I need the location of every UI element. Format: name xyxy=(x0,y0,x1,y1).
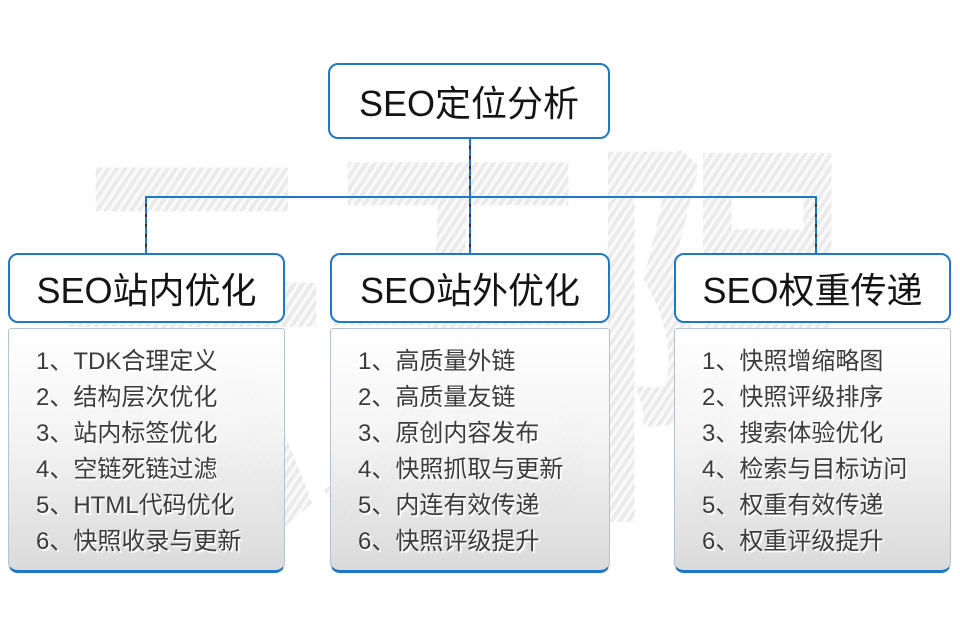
list-item: 2、结构层次优化 xyxy=(36,384,218,411)
root-node-title: SEO定位分析 xyxy=(358,83,580,124)
connector-left-vertical xyxy=(145,197,147,254)
list-item: 1、TDK合理定义 xyxy=(36,348,218,375)
list-item: 4、快照抓取与更新 xyxy=(358,456,564,483)
list-item: 1、高质量外链 xyxy=(358,348,516,375)
list-item: 2、高质量友链 xyxy=(358,384,516,411)
branch-header: SEO站外优化 xyxy=(330,253,610,323)
branch-list-panel: 1、高质量外链 2、高质量友链 3、原创内容发布 4、快照抓取与更新 5、内连有… xyxy=(330,328,610,573)
list-item: 2、快照评级排序 xyxy=(702,384,884,411)
branch-offsite-optimization: SEO站外优化 1、高质量外链 2、高质量友链 3、原创内容发布 4、快照抓取与… xyxy=(330,253,610,573)
connector-horizontal xyxy=(145,196,817,198)
branch-list-panel: 1、快照增缩略图 2、快照评级排序 3、搜索体验优化 4、检索与目标访问 5、权… xyxy=(674,328,951,573)
connector-root-vertical xyxy=(469,139,471,197)
connector-right-vertical xyxy=(815,197,817,254)
branch-title: SEO权重传递 xyxy=(702,270,923,311)
list-item: 6、快照收录与更新 xyxy=(36,528,242,555)
list-item: 6、快照评级提升 xyxy=(358,528,540,555)
list-item: 3、原创内容发布 xyxy=(358,420,540,447)
list-item: 6、权重评级提升 xyxy=(702,528,884,555)
branch-onsite-optimization: SEO站内优化 1、TDK合理定义 2、结构层次优化 3、站内标签优化 4、空链… xyxy=(8,253,285,573)
list-item: 5、HTML代码优化 xyxy=(36,492,235,519)
connector-middle-vertical xyxy=(469,197,471,254)
branch-title: SEO站外优化 xyxy=(359,270,581,311)
branch-header: SEO权重传递 xyxy=(674,253,951,323)
root-node: SEO定位分析 xyxy=(328,63,610,139)
list-item: 5、内连有效传递 xyxy=(358,492,540,519)
list-item: 4、空链死链过滤 xyxy=(36,456,218,483)
list-item: 5、权重有效传递 xyxy=(702,492,884,519)
list-item: 3、站内标签优化 xyxy=(36,420,218,447)
branch-title: SEO站内优化 xyxy=(36,270,257,311)
list-item: 1、快照增缩略图 xyxy=(702,348,884,375)
list-item: 4、检索与目标访问 xyxy=(702,456,908,483)
list-item: 3、搜索体验优化 xyxy=(702,420,884,447)
branch-list-panel: 1、TDK合理定义 2、结构层次优化 3、站内标签优化 4、空链死链过滤 5、H… xyxy=(8,328,285,573)
branch-header: SEO站内优化 xyxy=(8,253,285,323)
branch-weight-transfer: SEO权重传递 1、快照增缩略图 2、快照评级排序 3、搜索体验优化 4、检索与… xyxy=(674,253,951,573)
